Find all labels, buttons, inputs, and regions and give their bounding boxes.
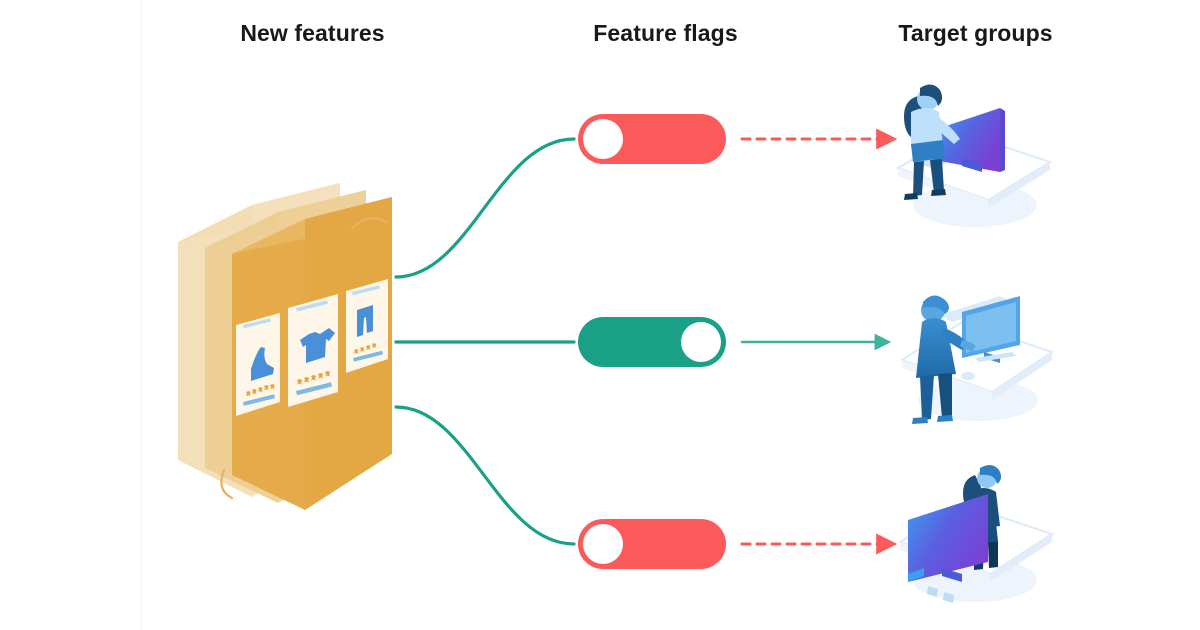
feature-flag-toggle-3[interactable] bbox=[578, 519, 726, 569]
toggle-knob bbox=[681, 322, 721, 362]
column-heading-new-features: New features bbox=[240, 20, 385, 46]
stack-flourish-top bbox=[350, 217, 388, 230]
feature-stack bbox=[178, 183, 392, 510]
product-card-jeans bbox=[346, 279, 388, 373]
product-card-shirt bbox=[288, 294, 338, 407]
stack-flourish-bottom bbox=[220, 468, 234, 500]
toggle-knob bbox=[583, 119, 623, 159]
column-heading-feature-flags: Feature flags bbox=[593, 20, 738, 46]
feature-flag-toggle-1[interactable] bbox=[578, 114, 726, 164]
target-group-1-illustration bbox=[895, 84, 1053, 227]
target-group-3-illustration bbox=[897, 464, 1055, 603]
target-group-2-illustration bbox=[899, 295, 1055, 424]
product-card-shoe bbox=[236, 313, 280, 416]
feature-flag-toggle-2[interactable] bbox=[578, 317, 726, 367]
toggle-knob bbox=[583, 524, 623, 564]
left-divider bbox=[141, 0, 142, 630]
column-heading-target-groups: Target groups bbox=[898, 20, 1053, 46]
